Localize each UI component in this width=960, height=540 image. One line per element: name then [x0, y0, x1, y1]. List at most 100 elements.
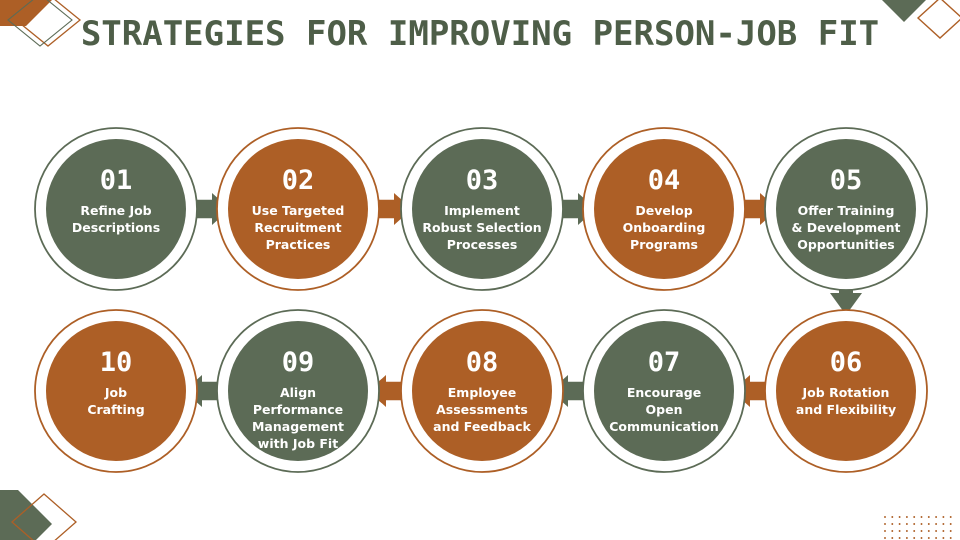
step-circle [594, 139, 734, 279]
step-number: 05 [830, 165, 863, 196]
deco-dot [891, 516, 894, 518]
step-number: 07 [648, 347, 681, 378]
step-circle [412, 321, 552, 461]
deco-diamond-orange-tl [0, 0, 52, 26]
deco-diamond-outline-tl-2 [7, 0, 73, 47]
deco-dot [935, 537, 938, 539]
step-label-line: Implement [444, 203, 520, 218]
step-label-line: Crafting [87, 402, 144, 417]
step-circle [594, 321, 734, 461]
deco-dot [949, 530, 952, 532]
deco-dot [935, 530, 938, 532]
deco-dot [884, 530, 886, 532]
deco-dot-grid [884, 516, 952, 539]
step-number: 04 [648, 165, 681, 196]
step-label-line: Use Targeted [252, 203, 345, 218]
deco-dot [884, 537, 886, 539]
deco-diamond-green-bl [0, 490, 52, 540]
step-label-line: with Job Fit [258, 436, 338, 451]
deco-dot [920, 530, 923, 532]
deco-dot [942, 516, 945, 518]
deco-dot [927, 516, 930, 518]
step-label-line: Descriptions [72, 220, 160, 235]
step-number: 09 [282, 347, 315, 378]
deco-dot [891, 530, 894, 532]
deco-dot [935, 523, 938, 525]
step-label-line: Robust Selection [422, 220, 541, 235]
deco-dot [898, 537, 901, 539]
step-number: 08 [466, 347, 499, 378]
step-label-line: Offer Training [798, 203, 895, 218]
deco-dot [920, 516, 923, 518]
deco-dot [949, 516, 952, 518]
step-number: 02 [282, 165, 315, 196]
deco-dot [884, 516, 886, 518]
step-label-line: Recruitment [254, 220, 341, 235]
step-circle [412, 139, 552, 279]
step-circle [776, 321, 916, 461]
deco-dot [942, 530, 945, 532]
deco-diamond-outline-tr [916, 0, 960, 39]
deco-dot [927, 523, 930, 525]
step-label-line: Open [646, 402, 683, 417]
deco-diamond-outline-bl [11, 493, 77, 540]
deco-dot [949, 523, 952, 525]
step-label-line: and Feedback [433, 419, 531, 434]
deco-dot [891, 523, 894, 525]
deco-dot [949, 537, 952, 539]
deco-dot [905, 530, 908, 532]
step-circle [228, 139, 368, 279]
deco-dot [905, 516, 908, 518]
step-label-line: Opportunities [797, 237, 895, 252]
deco-dot [927, 530, 930, 532]
deco-dot [913, 516, 916, 518]
step-label-line: Practices [266, 237, 331, 252]
step-label-line: Management [252, 419, 344, 434]
step-label-line: Onboarding [623, 220, 706, 235]
deco-dot [942, 523, 945, 525]
deco-dot [920, 523, 923, 525]
step-label-line: Employee [448, 385, 517, 400]
deco-dot [913, 530, 916, 532]
deco-diamond-green-tr [882, 0, 926, 22]
step-label-line: Programs [630, 237, 698, 252]
step-number: 03 [466, 165, 499, 196]
step-number: 10 [100, 347, 133, 378]
deco-dot [942, 537, 945, 539]
step-circle [228, 321, 368, 461]
step-label-line: Job [104, 385, 127, 400]
step-label-line: Performance [253, 402, 343, 417]
deco-dot [920, 537, 923, 539]
deco-diamond-outline-tl [14, 0, 82, 47]
step-label-line: Align [280, 385, 316, 400]
step-number: 01 [100, 165, 133, 196]
deco-dot [927, 537, 930, 539]
deco-dot [898, 530, 901, 532]
step-label-line: & Development [792, 220, 901, 235]
step-label-line: Processes [447, 237, 518, 252]
deco-dot [884, 523, 886, 525]
step-label-line: Job Rotation [802, 385, 890, 400]
deco-dot [898, 523, 901, 525]
deco-dot [891, 537, 894, 539]
deco-dot [905, 537, 908, 539]
deco-dot [935, 516, 938, 518]
step-label-line: Refine Job [80, 203, 151, 218]
deco-dot [913, 537, 916, 539]
deco-dot [913, 523, 916, 525]
deco-dot [905, 523, 908, 525]
page-title: STRATEGIES FOR IMPROVING PERSON-JOB FIT [80, 14, 880, 54]
step-label-line: Communication [609, 419, 719, 434]
deco-dot [898, 516, 901, 518]
step-circle [776, 139, 916, 279]
